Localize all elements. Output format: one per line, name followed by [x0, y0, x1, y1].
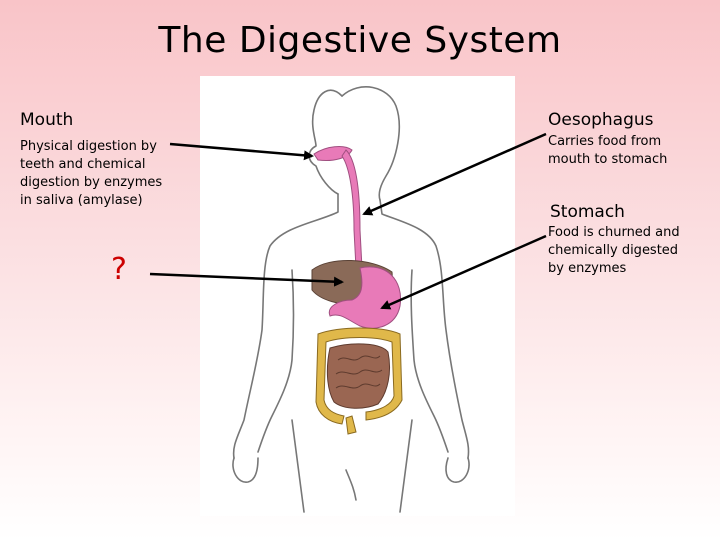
stomach-description: Food is churned and chemically digested …	[548, 224, 680, 278]
head-outline	[308, 89, 343, 195]
oesophagus-tube	[341, 149, 363, 269]
stomach-description-line: Food is churned and	[548, 225, 680, 240]
mouth-description: Physical digestion by teeth and chemical…	[20, 138, 162, 210]
right-leg	[399, 419, 413, 513]
mouth-description-line: teeth and chemical	[20, 157, 146, 172]
oesophagus-arrow	[362, 132, 547, 216]
head-back-outline	[341, 86, 400, 201]
left-leg	[291, 419, 305, 513]
body-outline	[232, 86, 470, 513]
mouth-description-line: digestion by enzymes	[20, 175, 163, 190]
small-intestine-coils	[335, 355, 383, 389]
mouth-arrow	[169, 142, 314, 161]
crotch	[345, 469, 357, 501]
right-shoulder	[379, 199, 470, 459]
rectum	[345, 415, 357, 435]
left-hand	[232, 457, 259, 483]
large-intestine	[315, 327, 403, 425]
oesophagus-description: Carries food from mouth to stomach	[548, 133, 667, 169]
stomach-arrow	[380, 234, 547, 310]
page-title: The Digestive System	[158, 20, 562, 61]
unknown-organ-arrow	[149, 272, 344, 287]
mouth-description-line: Physical digestion by	[20, 139, 157, 154]
mouth-heading: Mouth	[20, 110, 74, 130]
right-torso-side	[410, 269, 449, 453]
small-intestine	[326, 343, 391, 409]
stomach	[328, 266, 402, 329]
right-hand	[445, 457, 470, 483]
oesophagus-description-line: Carries food from	[548, 134, 662, 149]
unknown-organ-label: ?	[111, 252, 127, 287]
oesophagus-heading: Oesophagus	[548, 110, 654, 130]
oesophagus-description-line: mouth to stomach	[548, 152, 668, 167]
left-torso-side	[257, 269, 295, 453]
stomach-description-line: chemically digested	[548, 243, 679, 258]
mouth-description-line: in saliva (amylase)	[20, 193, 143, 208]
stomach-description-line: by enzymes	[548, 261, 627, 276]
stomach-heading: Stomach	[550, 202, 625, 222]
left-shoulder	[232, 193, 339, 459]
